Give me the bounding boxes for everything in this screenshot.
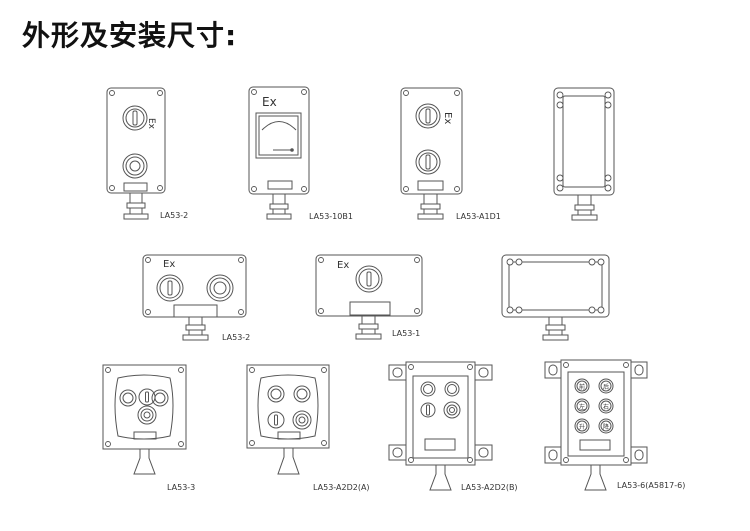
model-label: LA53-A2D2(B) <box>461 483 518 492</box>
push-button-icon <box>119 389 137 407</box>
ex-mark: Ex <box>262 95 277 109</box>
ex-mark: Ex <box>442 112 453 124</box>
ex-mark: Ex <box>337 260 349 271</box>
meter-icon <box>255 112 302 159</box>
enclosure-la53-6: 前 后 左 右 升 降 <box>544 359 648 491</box>
enclosure-la53-3 <box>102 364 187 475</box>
knob-switch-icon <box>355 265 383 293</box>
model-label: LA53-1 <box>392 329 420 338</box>
svg-text:右: 右 <box>603 403 609 411</box>
knob-switch-icon <box>420 402 436 418</box>
push-button-icon <box>292 410 312 430</box>
enclosure-la53-1: Ex <box>315 254 423 340</box>
svg-text:后: 后 <box>603 383 609 391</box>
direction-button-back-icon: 后 <box>598 378 614 394</box>
enclosure-rear-view <box>553 87 615 221</box>
push-button-icon <box>420 381 436 397</box>
page-title: 外形及安装尺寸: <box>22 19 238 52</box>
knob-switch-icon <box>122 105 148 131</box>
enclosure-la53-a1d1: Ex <box>400 87 463 220</box>
enclosure-la53-a2d2-a <box>246 364 330 475</box>
model-label: LA53-10B1 <box>309 212 353 221</box>
direction-button-right-icon: 右 <box>598 398 614 414</box>
knob-switch-icon <box>156 274 184 302</box>
push-button-icon <box>267 385 285 403</box>
direction-button-left-icon: 左 <box>574 398 590 414</box>
model-label: LA53-2 <box>160 211 188 220</box>
model-label: LA53-A1D1 <box>456 212 501 221</box>
svg-text:前: 前 <box>579 383 585 391</box>
enclosure-la53-a2d2-b <box>388 361 493 491</box>
push-button-icon <box>443 401 461 419</box>
svg-text:左: 左 <box>579 403 585 411</box>
push-button-icon <box>151 389 169 407</box>
ex-mark: Ex <box>146 118 156 130</box>
model-label: LA53-A2D2(A) <box>313 483 370 492</box>
push-button-icon <box>293 385 311 403</box>
enclosure-la53-2-horizontal: Ex <box>142 254 247 341</box>
knob-switch-icon <box>415 149 441 175</box>
enclosure-la53-2-vertical: Ex <box>106 87 166 220</box>
knob-switch-icon <box>415 103 441 129</box>
enclosure-rear-view-horizontal <box>501 254 610 341</box>
svg-text:降: 降 <box>603 423 609 431</box>
model-label: LA53-2 <box>222 333 250 342</box>
knob-switch-icon <box>267 411 285 429</box>
push-button-icon <box>122 153 148 179</box>
direction-button-down-icon: 降 <box>598 418 614 434</box>
enclosure-la53-10b1: Ex <box>248 86 310 220</box>
direction-button-up-icon: 升 <box>574 418 590 434</box>
svg-text:升: 升 <box>579 423 585 431</box>
knob-switch-icon <box>138 388 156 406</box>
push-button-icon <box>206 274 234 302</box>
model-label: LA53-3 <box>167 483 195 492</box>
direction-button-front-icon: 前 <box>574 378 590 394</box>
ex-mark: Ex <box>163 259 175 270</box>
push-button-icon <box>444 381 460 397</box>
push-button-icon <box>137 405 157 425</box>
model-label: LA53-6(A5817-6) <box>617 481 685 490</box>
